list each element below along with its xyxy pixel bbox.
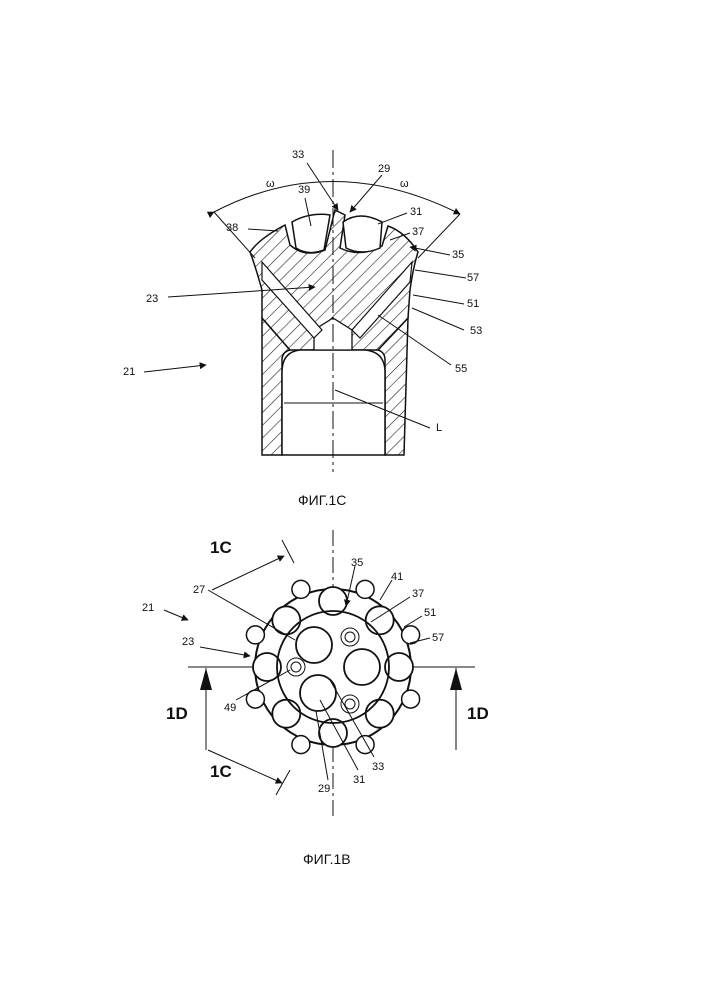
section-1c-top-bar	[282, 540, 294, 563]
label-53: 53	[470, 325, 482, 337]
label-b-33: 33	[372, 761, 384, 773]
label-57: 57	[467, 272, 479, 284]
label-b-37: 37	[412, 588, 424, 600]
flush-groove-notch	[356, 736, 374, 754]
label-L: L	[436, 422, 442, 434]
leader-38	[248, 229, 278, 231]
label-b-35: 35	[351, 557, 363, 569]
flush-groove-notch	[402, 690, 420, 708]
flush-groove-notch	[292, 736, 310, 754]
caption-fig-1c: ФИГ.1С	[298, 492, 346, 508]
label-section-1d-right: 1D	[467, 704, 489, 723]
label-23: 23	[146, 293, 158, 305]
leader-b-21	[164, 610, 188, 620]
label-38: 38	[226, 222, 238, 234]
label-b-49: 49	[224, 702, 236, 714]
gauge-button	[366, 700, 394, 728]
section-1c-bottom-bar	[276, 770, 290, 795]
leader-b-41	[380, 580, 392, 600]
label-33: 33	[292, 149, 304, 161]
leader-53	[412, 308, 464, 330]
section-1d-left-arrowhead	[200, 668, 212, 690]
label-section-1c-top: 1C	[210, 538, 232, 557]
label-b-51: 51	[424, 607, 436, 619]
label-section-1c-bottom: 1C	[210, 762, 232, 781]
label-b-23: 23	[182, 636, 194, 648]
gauge-button	[272, 606, 300, 634]
flush-groove-notch	[292, 580, 310, 598]
leader-29	[350, 175, 382, 212]
button-insert-31	[343, 216, 382, 252]
label-37: 37	[412, 226, 424, 238]
label-51: 51	[467, 298, 479, 310]
leader-51	[413, 295, 464, 304]
caption-fig-1b: ФИГ.1В	[303, 851, 351, 867]
label-21: 21	[123, 366, 135, 378]
label-b-29: 29	[318, 783, 330, 795]
section-1c-top-arrow	[212, 556, 284, 590]
leader-b-51	[404, 616, 422, 627]
section-1d-right-arrowhead	[450, 668, 462, 690]
figure-1b-top-view: 1C 1C 1D 1D 35 41 27 37 21 51 23 57 49 3…	[142, 530, 489, 867]
label-section-1d-left: 1D	[166, 704, 188, 723]
label-b-27: 27	[193, 584, 205, 596]
label-29: 29	[378, 163, 390, 175]
label-39: 39	[298, 184, 310, 196]
button-insert-39	[292, 214, 330, 252]
label-b-31: 31	[353, 774, 365, 786]
angle-leg-left	[214, 212, 255, 258]
label-omega-left: ω	[266, 178, 275, 190]
label-55: 55	[455, 363, 467, 375]
leader-31	[378, 213, 407, 224]
label-35: 35	[452, 249, 464, 261]
label-b-57: 57	[432, 632, 444, 644]
leader-b-23	[200, 647, 250, 656]
label-31: 31	[410, 206, 422, 218]
label-b-41: 41	[391, 571, 403, 583]
label-b-21: 21	[142, 602, 154, 614]
leader-21	[144, 365, 206, 372]
flush-groove-notch	[356, 580, 374, 598]
flush-groove-notch	[246, 626, 264, 644]
label-omega-right: ω	[400, 178, 409, 190]
leader-57	[415, 270, 466, 278]
gauge-button	[272, 700, 300, 728]
figure-1c-section-view: 33 29 ω ω 39 31 38 37 35 57 23 51 53 21 …	[123, 149, 482, 508]
